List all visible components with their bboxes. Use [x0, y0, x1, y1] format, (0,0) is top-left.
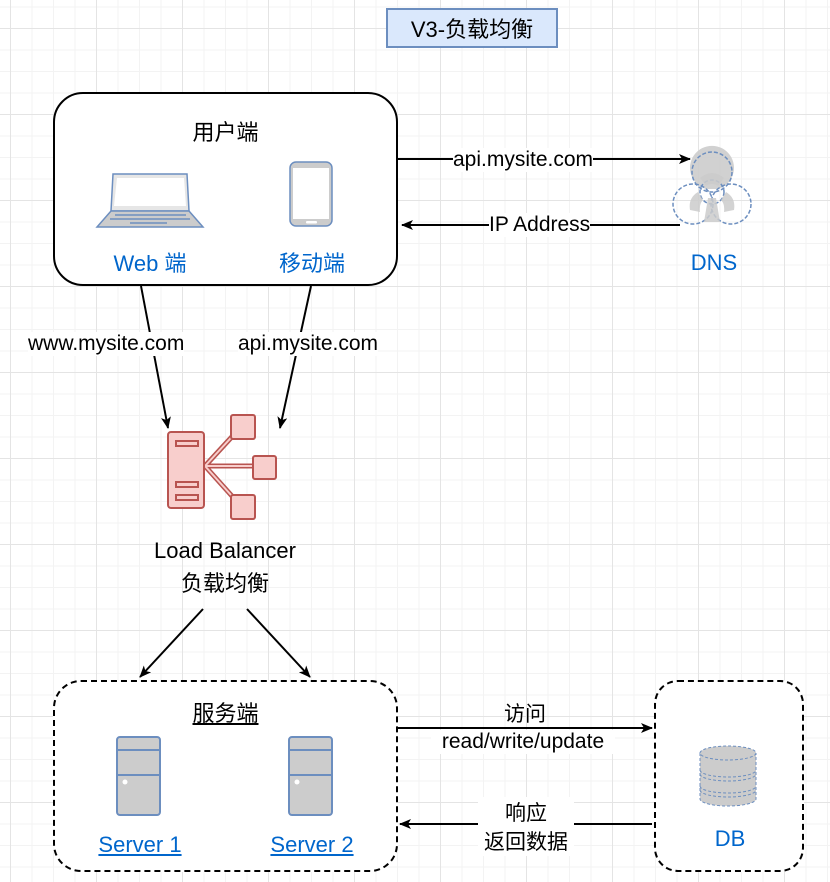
edge-label-dns-request: api.mysite.com	[453, 148, 594, 172]
edge-label-db-response-2: 返回数据	[478, 826, 574, 856]
laptop-icon[interactable]	[95, 173, 205, 228]
load-balancer-label-en: Load Balancer	[154, 538, 296, 563]
server-group-label: 服务端	[192, 701, 259, 726]
edge-web-to-lb[interactable]	[140, 285, 171, 429]
dns-label: DNS	[690, 250, 738, 275]
load-balancer-label-zh: 负载均衡	[180, 571, 269, 596]
mobile-phone-icon[interactable]	[289, 161, 333, 227]
diagram-title: V3-负载均衡	[386, 8, 558, 48]
mobile-client-label: 移动端	[278, 251, 345, 276]
edge-mobile-to-lb[interactable]	[277, 285, 312, 429]
client-group[interactable]	[53, 92, 398, 286]
edge-label-db-request-zh: 访问	[504, 703, 546, 726]
server-2-link[interactable]: Server 2	[270, 832, 354, 857]
server-1-icon[interactable]	[116, 736, 161, 816]
edge-label-db-request-en: read/write/update	[431, 730, 615, 754]
client-group-label: 用户端	[192, 120, 259, 145]
edge-label-api-domain: api.mysite.com	[238, 332, 379, 356]
load-balancer-icon[interactable]	[167, 414, 277, 520]
edge-label-dns-response: IP Address	[489, 213, 591, 237]
database-icon[interactable]	[699, 745, 757, 807]
web-client-label: Web 端	[113, 251, 187, 276]
edge-lb-to-server2[interactable]	[246, 608, 311, 678]
db-label: DB	[714, 826, 746, 851]
dns-icon-fill	[689, 173, 735, 222]
edge-label-db-response-1: 响应	[478, 797, 574, 827]
edge-label-web-domain: www.mysite.com	[28, 332, 185, 356]
server-group[interactable]	[53, 680, 398, 872]
edge-lb-to-server1[interactable]	[139, 608, 204, 678]
server-1-link[interactable]: Server 1	[98, 832, 182, 857]
server-2-icon[interactable]	[288, 736, 333, 816]
